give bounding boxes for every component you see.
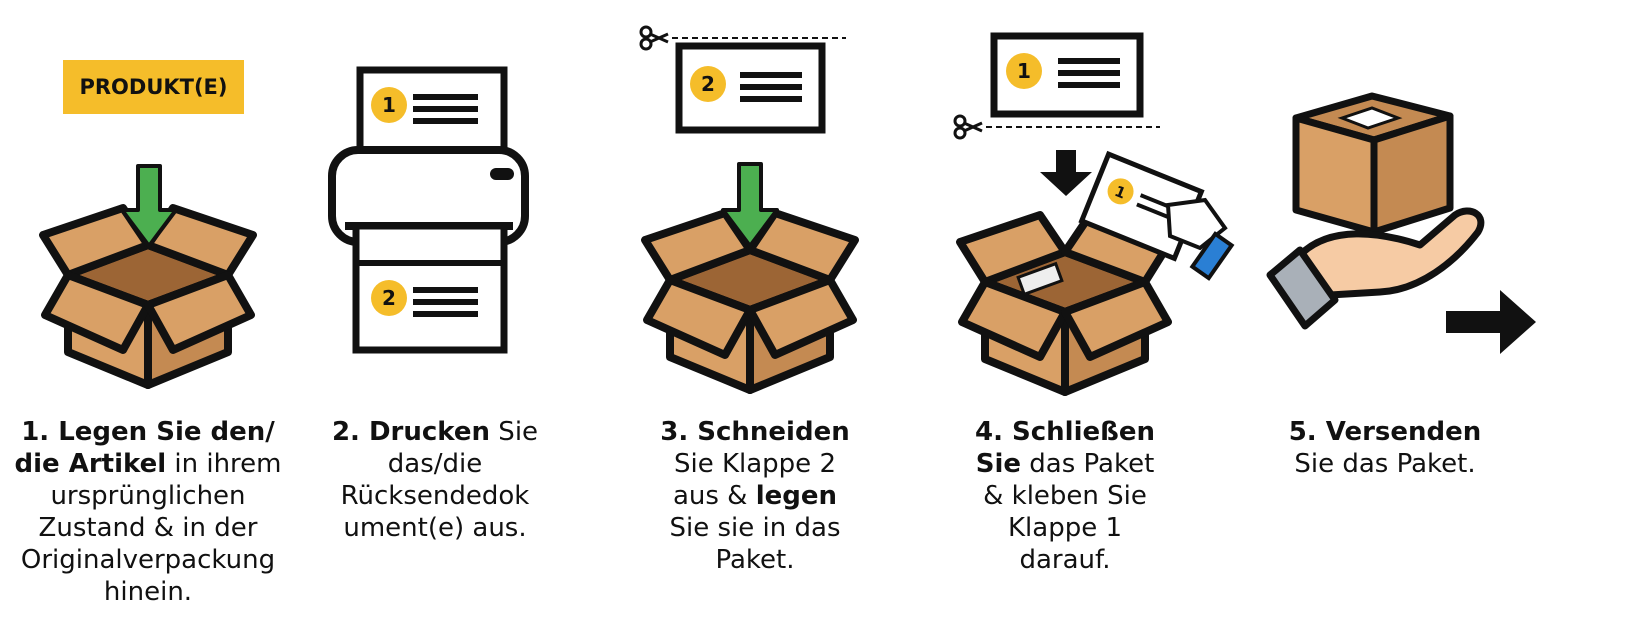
label-number-2: 2 <box>382 286 396 310</box>
step-text-segment: aus & <box>672 481 756 511</box>
step-text-segment: Zustand & in der <box>38 513 258 543</box>
step-text-segment: das/die <box>387 449 483 479</box>
step-text-line: die Artikel in ihrem <box>0 448 296 480</box>
step-text-segment: Rücksendedok <box>340 481 530 511</box>
step-text-segment: Sie Klappe 2 <box>673 449 836 479</box>
label-number-1: 1 <box>1017 59 1031 83</box>
closing-box-icon <box>960 215 1170 392</box>
step-text-bold: 2. Drucken <box>331 417 491 447</box>
step-text-line: Originalverpackung <box>0 544 296 576</box>
black-down-arrow-icon <box>1040 150 1092 196</box>
step-text-line: 4. Schließen <box>935 416 1195 448</box>
step-text-segment: Originalverpackung <box>20 545 276 575</box>
step-text-line: Rücksendedok <box>300 480 570 512</box>
step-text-segment: darauf. <box>1019 545 1111 575</box>
step-text-line: 5. Versenden <box>1255 416 1515 448</box>
step-text-line: Sie das Paket <box>935 448 1195 480</box>
step-text-bold: Sie <box>975 449 1021 479</box>
step-text-line: 1. Legen Sie den/ <box>0 416 296 448</box>
illustrations: 1 2 2 1 1 <box>0 25 1536 400</box>
step-text-segment: Klappe 1 <box>1007 513 1123 543</box>
hand-with-label-icon: 1 <box>1078 150 1235 281</box>
step-text-line: aus & legen <box>625 480 885 512</box>
step-text-line: das/die <box>300 448 570 480</box>
green-down-arrow-icon <box>120 164 178 248</box>
step-text-line: Paket. <box>625 544 885 576</box>
step-text-line: darauf. <box>935 544 1195 576</box>
step-text-line: Sie sie in das <box>625 512 885 544</box>
step-text-segment: Sie sie in das <box>669 513 841 543</box>
step-text-bold: 3. Schneiden <box>660 417 850 447</box>
arrow-right-icon <box>1446 290 1536 354</box>
step-text-bold: die Artikel <box>14 449 167 479</box>
step-text-segment: in ihrem <box>166 449 282 479</box>
step-text-segment: Paket. <box>715 545 795 575</box>
step-text-line: ursprünglichen <box>0 480 296 512</box>
step-text-bold: 5. Versenden <box>1288 417 1482 447</box>
hand-holding-box-icon <box>1266 92 1485 330</box>
step-text-line: ument(e) aus. <box>300 512 570 544</box>
green-down-arrow-icon <box>721 162 779 248</box>
label-number-1: 1 <box>382 93 396 117</box>
product-badge: PRODUKT(E) <box>63 60 244 114</box>
step-text-line: Zustand & in der <box>0 512 296 544</box>
label-number-2: 2 <box>701 72 715 96</box>
step-text-segment: Sie das Paket. <box>1294 449 1476 479</box>
scissors-icon <box>953 114 983 140</box>
step-text-segment: & kleben Sie <box>983 481 1147 511</box>
step-text-line: 3. Schneiden <box>625 416 885 448</box>
step-text-line: 2. Drucken Sie <box>300 416 570 448</box>
step-text-line: Sie das Paket. <box>1255 448 1515 480</box>
step-text-line: Klappe 1 <box>935 512 1195 544</box>
step-text-line: & kleben Sie <box>935 480 1195 512</box>
step-text-line: Sie Klappe 2 <box>625 448 885 480</box>
step-text-segment: ursprünglichen <box>50 481 246 511</box>
step-text-segment: das Paket <box>1021 449 1155 479</box>
step-text-bold: 4. Schließen <box>975 417 1155 447</box>
label-card-icon: 2 <box>675 42 826 134</box>
scissors-icon <box>639 25 669 51</box>
step-text-line: hinein. <box>0 576 296 608</box>
printer-icon: 1 2 <box>328 66 529 354</box>
step-text-segment: ument(e) aus. <box>343 513 527 543</box>
step-text-segment: hinein. <box>103 577 193 607</box>
step-text-bold: legen <box>755 481 838 511</box>
step-text-segment: Sie <box>490 417 539 447</box>
label-card-icon: 1 <box>990 32 1144 118</box>
step-text-bold: 1. Legen Sie den/ <box>21 417 275 447</box>
